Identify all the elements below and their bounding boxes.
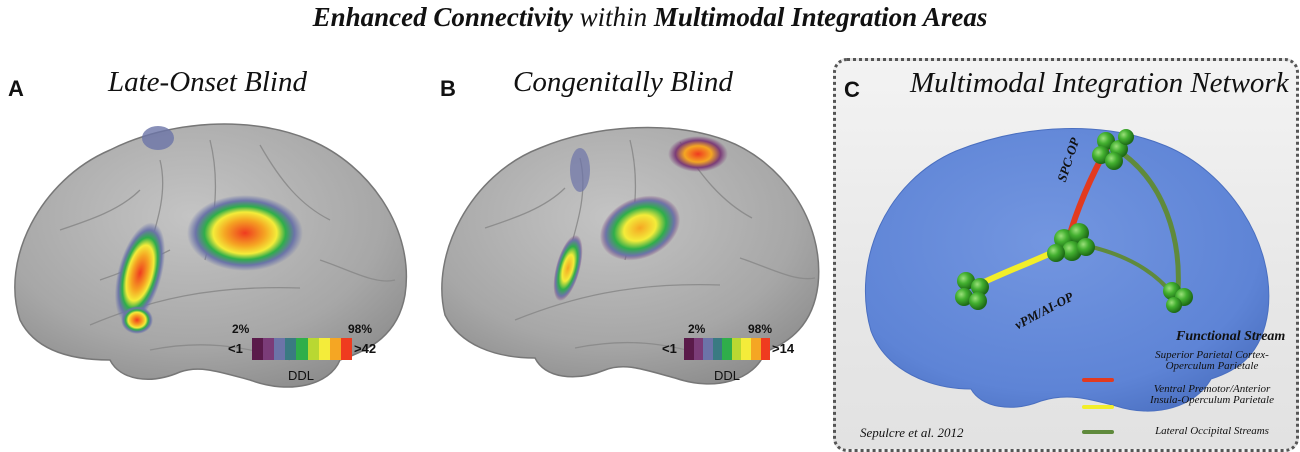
brain-a-late-onset xyxy=(14,123,408,388)
activation-a-parietal xyxy=(187,195,303,271)
activation-a-superior xyxy=(142,126,174,150)
brain-c-cortex xyxy=(864,128,1270,412)
legend-swatch-green xyxy=(1082,430,1114,434)
scale-a-low-pct: 2% xyxy=(232,322,250,336)
panel-letter-a: A xyxy=(8,76,24,101)
panel-c-title: Multimodal Integration Network xyxy=(910,67,1289,99)
activation-b-parietal xyxy=(599,195,681,261)
activation-b-small xyxy=(570,148,590,192)
brain-c-network xyxy=(864,128,1270,412)
scale-b-low-pct: 2% xyxy=(688,322,706,336)
panel-b-title: Congenitally Blind xyxy=(513,66,733,98)
title-part-2: within xyxy=(572,2,654,32)
node-cluster-op xyxy=(1047,223,1095,262)
scale-b-max: >14 xyxy=(772,341,795,356)
figure-title: Enhanced Connectivity within Multimodal … xyxy=(0,2,1300,33)
activation-a-frontal xyxy=(114,222,166,324)
stream-lateral-occipital-1 xyxy=(1114,146,1181,292)
legend-item-2-line1: Ventral Premotor/Anterior xyxy=(1153,383,1271,395)
panel-letter-b: B xyxy=(440,76,456,101)
scale-b-colorbar xyxy=(684,338,771,360)
legend-swatch-yellow xyxy=(1082,405,1114,409)
brain-b-congenital xyxy=(441,126,820,385)
legend-item-1-line1: Superior Parietal Cortex- xyxy=(1155,349,1269,361)
activation-a-temporal xyxy=(121,306,153,334)
title-part-3: Multimodal Integration Areas xyxy=(653,2,988,32)
citation: Sepulcre et al. 2012 xyxy=(860,425,964,440)
node-cluster-vpm xyxy=(955,272,989,310)
panel-letter-c: C xyxy=(844,77,860,102)
legend-item-2-line2: Insula-Operculum Parietale xyxy=(1150,394,1274,406)
scale-a-high-pct: 98% xyxy=(348,322,373,336)
node-cluster-occipital xyxy=(1163,282,1193,313)
activation-b-frontal xyxy=(553,235,583,301)
panel-a-title: Late-Onset Blind xyxy=(108,66,307,98)
legend-title: Functional Stream xyxy=(1176,329,1286,344)
node-cluster-spc xyxy=(1092,129,1134,170)
scale-a-min: <1 xyxy=(228,341,243,356)
legend-item-1-line2: Operculum Parietale xyxy=(1165,360,1259,372)
scale-a-max: >42 xyxy=(354,341,377,356)
scale-a-colorbar xyxy=(252,338,352,360)
scale-a-unit: DDL xyxy=(288,368,315,383)
legend-item-1-text: Superior Parietal Cortex-Operculum Parie… xyxy=(1144,350,1280,372)
panel-c-frame: C Multimodal Integration Network xyxy=(833,58,1299,452)
scale-b-min: <1 xyxy=(662,341,677,356)
legend-swatch-red xyxy=(1082,378,1114,382)
title-part-1: Enhanced Connectivity xyxy=(312,2,573,32)
activation-b-superior xyxy=(668,136,728,172)
legend-item-3-text: Lateral Occipital Streams xyxy=(1155,425,1269,437)
scale-b-high-pct: 98% xyxy=(748,322,773,336)
scale-b-unit: DDL xyxy=(714,368,741,383)
